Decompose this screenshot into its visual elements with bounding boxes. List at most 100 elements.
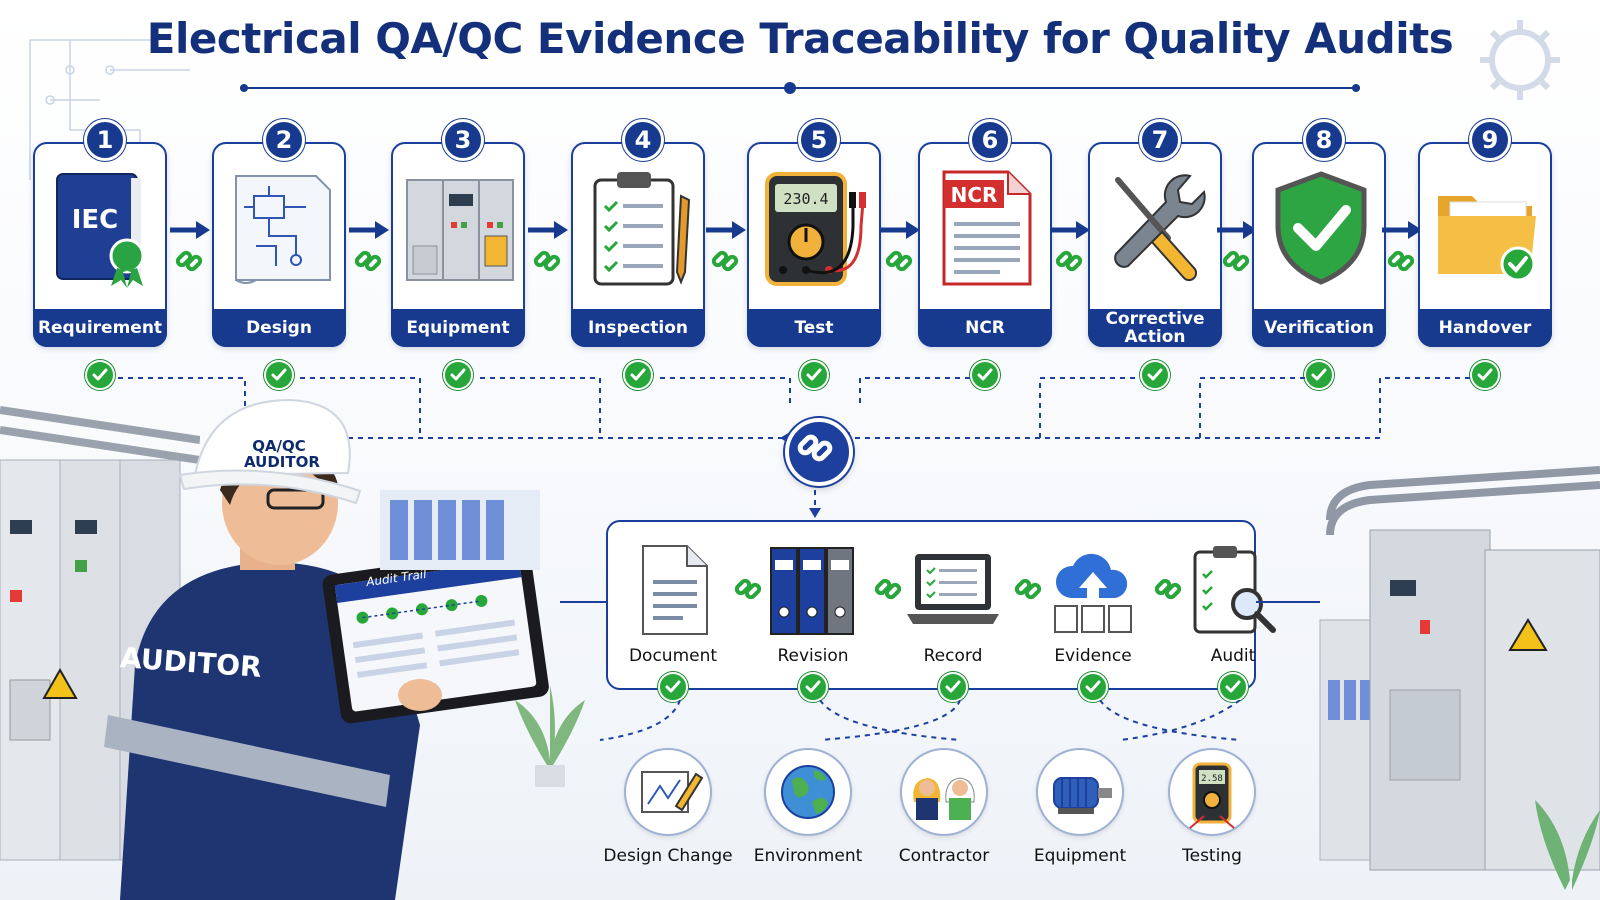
page-title: Electrical QA/QC Evidence Traceability f…: [146, 14, 1454, 63]
chain-link-icon: [874, 578, 902, 600]
step-label: Test: [747, 309, 881, 347]
step-number-badge: 4: [622, 119, 664, 161]
doc-check-icon: [1218, 672, 1248, 702]
shield-check-icon: [1266, 166, 1376, 290]
chain-link-icon: [1222, 250, 1250, 272]
doc-check-icon: [938, 672, 968, 702]
plant-decoration: [515, 685, 585, 787]
step-check-icon: [1470, 360, 1500, 390]
doc-item-2: Revision: [758, 542, 868, 672]
step-label: Inspection: [571, 309, 705, 347]
helmet-label: QA/QC AUDITOR: [244, 437, 320, 471]
circuit-decoration: [29, 39, 190, 180]
flow-arrow-icon: [348, 221, 389, 239]
category-label: Contractor: [898, 846, 990, 866]
step-check-icon: [85, 360, 115, 390]
step-check-icon: [264, 360, 294, 390]
flow-arrow-icon: [528, 221, 568, 239]
chain-link-icon: [1055, 250, 1083, 272]
globe-icon: [764, 748, 852, 836]
step-number-badge: 8: [1303, 119, 1345, 161]
doc-item-3: Record: [898, 542, 1008, 672]
document-icon: [625, 542, 721, 638]
folder-check-icon: [1432, 166, 1542, 290]
doc-label: Audit: [1210, 646, 1256, 666]
step-number-badge: 6: [969, 119, 1011, 161]
doc-check-icon: [798, 672, 828, 702]
step-check-icon: [1304, 360, 1334, 390]
flow-arrow-icon: [706, 221, 746, 239]
chain-link-icon: [354, 250, 381, 272]
step-label: Design: [212, 309, 346, 347]
standard-book-icon: IEC: [47, 166, 157, 290]
ncr-text: NCR: [951, 183, 998, 207]
traceability-hub-chain-icon: [785, 418, 853, 486]
ncr-document-icon: NCR: [932, 166, 1042, 290]
chain-link-icon: [1387, 250, 1415, 272]
step-label: Verification: [1252, 309, 1386, 347]
flow-arrow-icon: [1217, 221, 1257, 239]
step-label: NCR: [918, 309, 1052, 347]
title-underline: [240, 82, 1360, 94]
chain-link-icon: [175, 250, 202, 272]
mini-meter-text: 2.58: [1201, 774, 1223, 784]
step-number-badge: 7: [1139, 119, 1181, 161]
chain-link-icon: [885, 250, 912, 272]
hub-connectors: [118, 377, 1470, 518]
doc-item-4: Evidence: [1038, 542, 1148, 672]
step-label: Equipment: [391, 309, 525, 347]
checklist-clipboard-icon: [585, 166, 695, 290]
category-3: Contractor: [879, 748, 1009, 866]
chain-link-icon: [711, 250, 739, 272]
chain-link-icon: [1014, 578, 1042, 600]
doc-item-1: Document: [618, 542, 728, 672]
step-number-badge: 2: [263, 119, 305, 161]
category-connectors: [599, 700, 1241, 741]
category-label: Environment: [753, 846, 863, 866]
laptop-record-icon: [905, 542, 1001, 638]
auditor-illustration: [104, 398, 549, 900]
switchgear-icon: [405, 166, 515, 290]
multimeter-icon: 230.4: [761, 166, 871, 290]
step-label: Corrective Action: [1088, 309, 1222, 347]
step-check-icon: [799, 360, 829, 390]
category-label: Equipment: [1033, 846, 1127, 866]
category-label: Testing: [1182, 846, 1242, 866]
flow-arrow-icon: [169, 221, 210, 239]
clipboard-magnifier-icon: [1185, 542, 1281, 638]
step-check-icon: [443, 360, 473, 390]
step-label: Handover: [1418, 309, 1552, 347]
step-number-badge: 5: [798, 119, 840, 161]
chain-link-icon: [1154, 578, 1182, 600]
switchgear-room-right: [1319, 466, 1600, 890]
doc-check-icon: [1078, 672, 1108, 702]
book-text: IEC: [72, 205, 119, 235]
gear-decoration-icon: [1480, 20, 1560, 100]
doc-label: Document: [628, 646, 718, 666]
flow-arrow-icon: [1382, 221, 1422, 239]
flow-arrow-icon: [1050, 221, 1090, 239]
workers-icon: [900, 748, 988, 836]
meter-text: 230.4: [783, 190, 828, 208]
category-label: Design Change: [603, 846, 733, 866]
blueprint-icon: [226, 166, 336, 290]
chain-link-icon: [734, 578, 762, 600]
doc-item-5: Audit: [1178, 542, 1288, 672]
panel-side-connectors: [560, 601, 1320, 603]
step-number-badge: 1: [84, 119, 126, 161]
step-number-badge: 3: [442, 119, 484, 161]
doc-label: Revision: [777, 646, 849, 666]
chain-link-icon: [533, 250, 561, 272]
meter-icon: 2.58: [1168, 748, 1256, 836]
doc-check-icon: [658, 672, 688, 702]
category-1: Design Change: [603, 748, 733, 866]
